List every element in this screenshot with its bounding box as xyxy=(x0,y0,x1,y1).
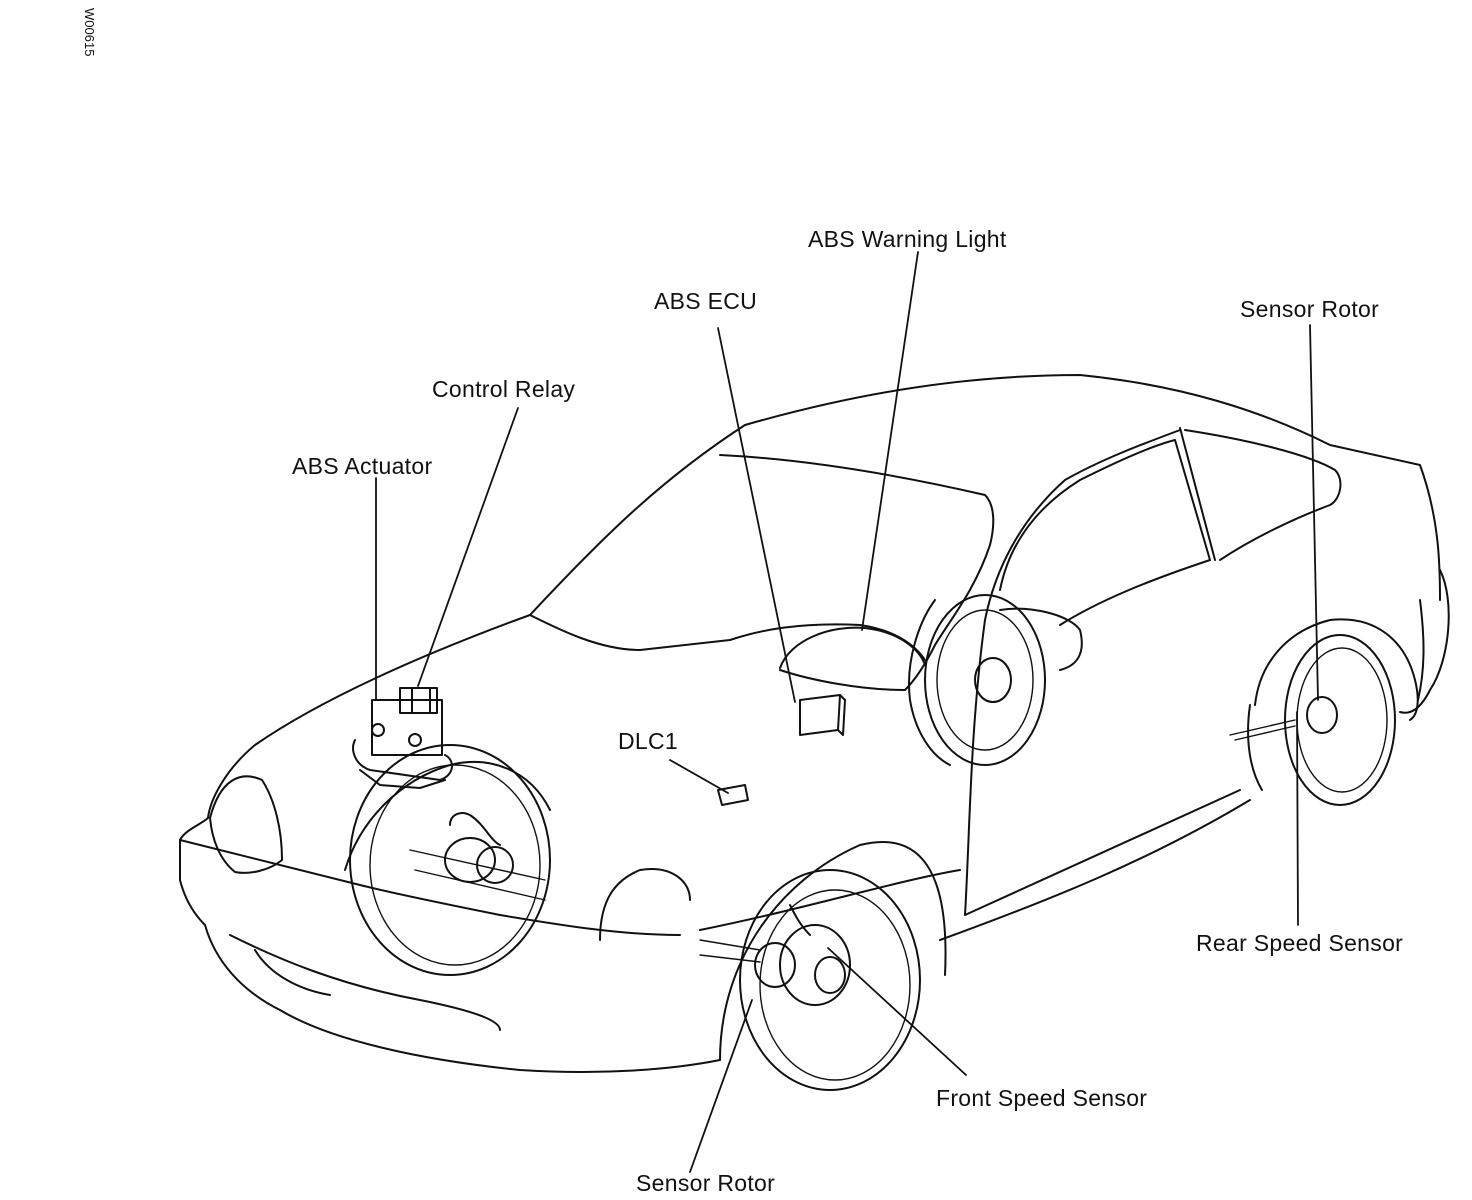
rear-right-wheel-assembly xyxy=(1229,634,1396,806)
label-abs-warning-light: ABS Warning Light xyxy=(808,226,1007,252)
abs-ecu-unit xyxy=(799,694,846,736)
label-sensor-rotor-rear: Sensor Rotor xyxy=(1240,296,1380,322)
front-right-wheel-assembly xyxy=(699,869,921,1091)
label-rear-speed-sensor: Rear Speed Sensor xyxy=(1196,930,1404,956)
abs-warning-light-cluster xyxy=(779,626,926,669)
car-body xyxy=(179,374,1450,1073)
rear-left-wheel-assembly xyxy=(908,594,1083,766)
label-dlc1: DLC1 xyxy=(618,728,679,754)
abs-actuator-unit xyxy=(352,687,453,789)
front-left-wheel-assembly xyxy=(349,744,551,976)
label-sensor-rotor-front: Sensor Rotor xyxy=(636,1170,776,1196)
label-front-speed-sensor: Front Speed Sensor xyxy=(936,1085,1148,1111)
leader-lines xyxy=(375,251,1319,1173)
label-abs-ecu: ABS ECU xyxy=(654,288,758,314)
label-control-relay: Control Relay xyxy=(432,376,576,402)
label-abs-actuator: ABS Actuator xyxy=(292,453,433,479)
dlc1-connector xyxy=(717,784,749,806)
